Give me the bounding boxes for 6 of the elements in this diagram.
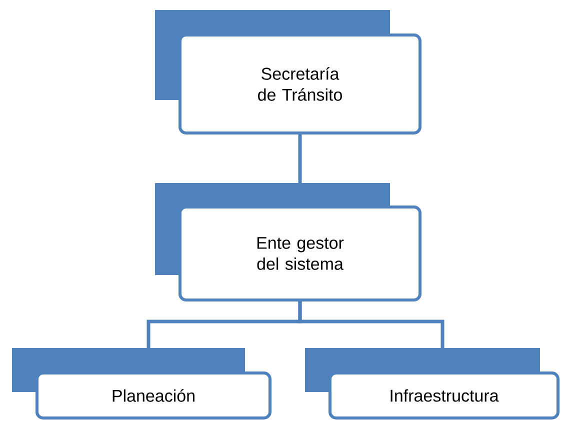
org-box: Ente gestor del sistema <box>155 183 422 302</box>
org-box: Planeación <box>12 348 272 420</box>
connector-line <box>298 302 444 348</box>
org-box: Secretaría de Tránsito <box>155 10 422 134</box>
connector-line <box>298 134 302 183</box>
org-box: Infraestructura <box>305 348 560 420</box>
